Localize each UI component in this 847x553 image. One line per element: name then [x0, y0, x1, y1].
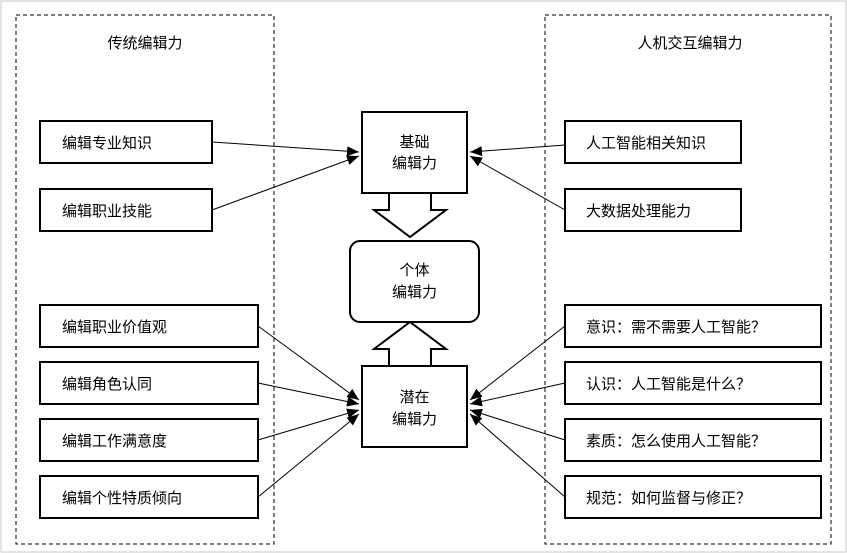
- basic-label-2: 编辑力: [392, 154, 437, 172]
- left-panel: [15, 14, 275, 545]
- left-box-5: 编辑工作满意度: [39, 418, 259, 462]
- right-box-label: 认识：人工智能是什么？: [586, 375, 751, 393]
- arrow-right-3: [469, 325, 566, 401]
- right-box-5: 素质：怎么使用人工智能？: [564, 418, 822, 462]
- individual-label-2: 编辑力: [392, 283, 437, 301]
- potential-label-1: 潜在: [399, 388, 429, 406]
- arrow-left-2: [211, 155, 360, 211]
- right-box-2: 大数据处理能力: [564, 188, 742, 232]
- right-panel: [544, 14, 832, 545]
- block-arrow-up: [371, 320, 449, 373]
- left-box-2: 编辑职业技能: [39, 188, 213, 232]
- right-box-label: 大数据处理能力: [586, 202, 691, 220]
- left-box-6: 编辑个性特质倾向: [39, 475, 259, 519]
- arrow-left-5: [257, 408, 360, 441]
- right-panel-title: 人机交互编辑力: [637, 34, 742, 52]
- left-box-3: 编辑职业价值观: [39, 304, 259, 348]
- basic-editing-box: 基础 编辑力: [361, 111, 468, 194]
- left-panel-title: 传统编辑力: [107, 34, 182, 52]
- arrow-right-5: [469, 408, 566, 441]
- individual-label-1: 个体: [399, 261, 429, 279]
- arrow-left-4: [257, 382, 360, 407]
- individual-editing-box: 个体 编辑力: [349, 240, 480, 323]
- right-box-6: 规范：如何监督与修正？: [564, 475, 822, 519]
- left-box-label: 编辑专业知识: [62, 134, 152, 152]
- arrow-right-1: [469, 144, 566, 157]
- left-box-label: 编辑角色认同: [62, 375, 152, 393]
- right-box-label: 人工智能相关知识: [586, 134, 706, 152]
- right-box-label: 意识：需不需要人工智能？: [586, 318, 766, 336]
- arrow-right-6: [469, 413, 566, 498]
- left-box-label: 编辑职业技能: [62, 202, 152, 220]
- arrow-left-6: [257, 413, 360, 498]
- basic-label-1: 基础: [399, 133, 429, 151]
- left-box-label: 编辑职业价值观: [62, 318, 167, 336]
- arrow-right-4: [469, 382, 566, 407]
- potential-editing-box: 潜在 编辑力: [361, 365, 468, 448]
- right-box-3: 意识：需不需要人工智能？: [564, 304, 822, 348]
- right-box-label: 素质：怎么使用人工智能？: [586, 432, 766, 450]
- arrow-left-3: [257, 325, 360, 401]
- left-box-4: 编辑角色认同: [39, 361, 259, 405]
- arrow-left-1: [211, 141, 360, 157]
- right-box-label: 规范：如何监督与修正？: [586, 489, 751, 507]
- left-box-label: 编辑工作满意度: [62, 432, 167, 450]
- arrow-right-2: [469, 155, 566, 211]
- right-box-1: 人工智能相关知识: [564, 120, 742, 164]
- connector-arrows: [211, 141, 566, 498]
- potential-label-2: 编辑力: [392, 410, 437, 428]
- right-box-4: 认识：人工智能是什么？: [564, 361, 822, 405]
- left-box-label: 编辑个性特质倾向: [62, 489, 182, 507]
- left-box-1: 编辑专业知识: [39, 120, 213, 164]
